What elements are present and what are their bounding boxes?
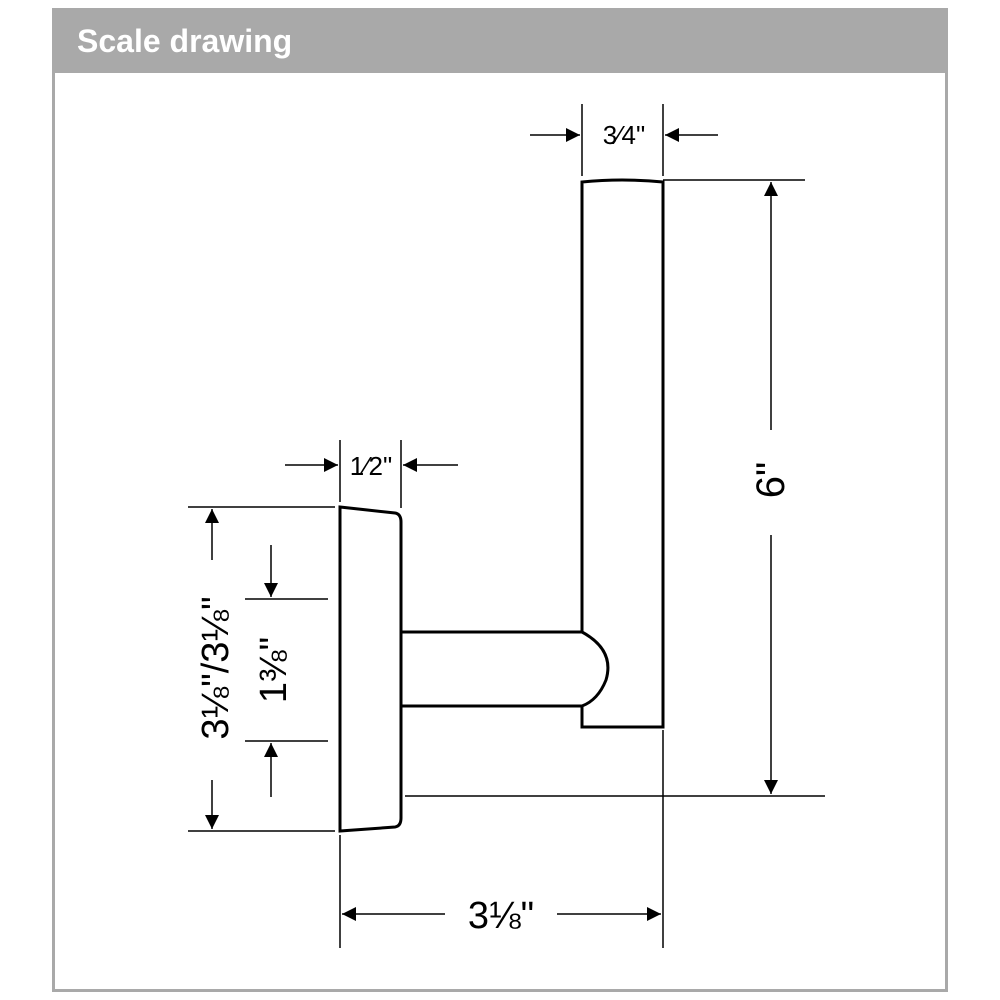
dim-label-mount-spacing: 1⅜" [253, 637, 295, 703]
page-title: Scale drawing [77, 23, 293, 59]
dimension-arm-width [530, 104, 718, 176]
dim-label-arm-width: 3⁄4" [603, 120, 646, 150]
dimension-height [405, 179, 825, 797]
dim-label-height: 6" [749, 462, 793, 498]
dimension-projection [339, 730, 664, 948]
wall-plate [338, 505, 403, 833]
dim-label-projection: 3⅛" [468, 895, 534, 937]
horizontal-arm [401, 630, 582, 708]
dim-label-plate-height: 3⅛"/3⅛" [195, 596, 237, 739]
post-joint-curve [581, 630, 610, 708]
title-bar: Scale drawing [55, 11, 945, 73]
dimension-mount-spacing [245, 545, 328, 797]
dimension-plate-height [188, 506, 335, 832]
dim-label-plate-depth: 1⁄2" [350, 451, 393, 481]
drawing-frame: Scale drawing [52, 8, 948, 992]
dimension-plate-depth [285, 440, 458, 508]
vertical-post [580, 178, 665, 729]
